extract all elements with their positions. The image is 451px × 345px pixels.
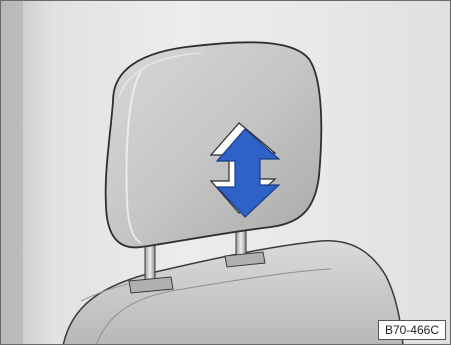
left-pillar-shadow [1, 1, 23, 345]
figure-code-label: B70-466C [378, 320, 446, 340]
headrest-cushion [106, 42, 322, 247]
